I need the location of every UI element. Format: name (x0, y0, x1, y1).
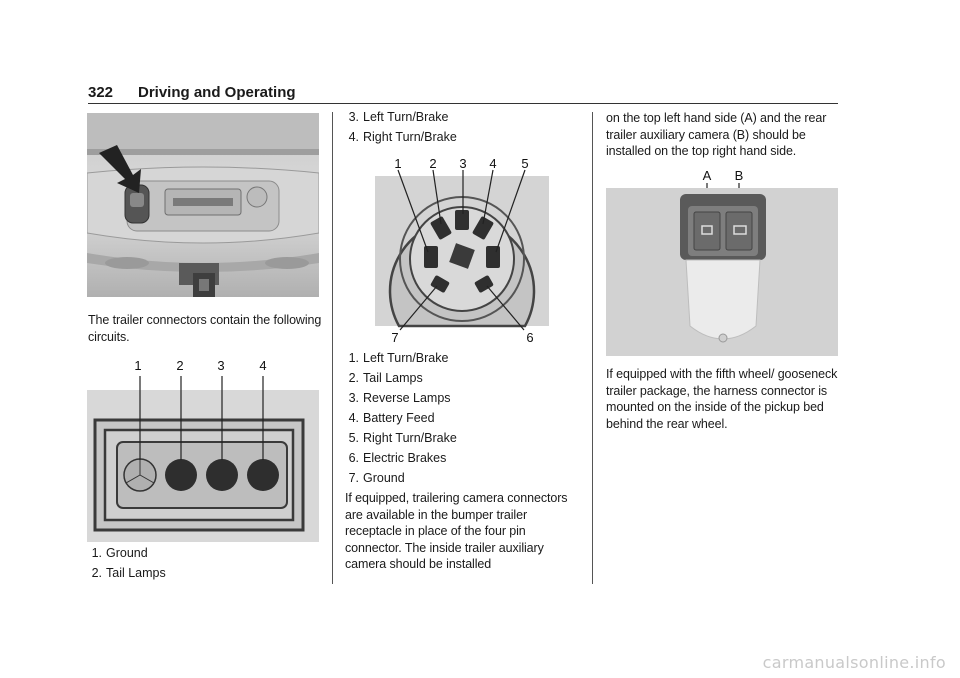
camera-connector-diagram: A B (606, 168, 838, 356)
seven-pin-connector-diagram: 1 2 3 4 5 7 6 (375, 156, 549, 345)
pin-label-5: 5 (521, 156, 528, 171)
column-divider-1 (332, 112, 333, 584)
list-item: 6.Electric Brakes (348, 451, 447, 465)
cam-label-a: A (703, 168, 712, 183)
gooseneck-paragraph: If equipped with the fifth wheel/ goosen… (606, 367, 838, 431)
col1-circuit-list: 1.Ground 2.Tail Lamps (88, 543, 166, 583)
pin-label-3: 3 (217, 358, 224, 373)
column-divider-2 (592, 112, 593, 584)
list-item: 4.Battery Feed (348, 411, 435, 425)
header-rule (88, 103, 838, 104)
list-item: 3.Left Turn/Brake (348, 110, 449, 124)
watermark: carmanualsonline.info (762, 653, 946, 672)
page-number: 322 (88, 84, 114, 101)
list-item: 1.Ground (91, 546, 148, 560)
pin-label-4: 4 (489, 156, 496, 171)
pin-label-6: 6 (526, 330, 533, 345)
pin-label-2: 2 (176, 358, 183, 373)
bumper-connector-photo (87, 113, 319, 297)
list-item: 2.Tail Lamps (91, 566, 166, 580)
pin-label-4: 4 (259, 358, 266, 373)
pin-label-1: 1 (394, 156, 401, 171)
list-item: 3.Reverse Lamps (348, 391, 451, 405)
pin-label-2: 2 (429, 156, 436, 171)
section-title: Driving and Operating (138, 84, 296, 101)
col2-circuit-list: 1.Left Turn/Brake 2.Tail Lamps 3.Reverse… (345, 348, 457, 488)
page-header: 322 Driving and Operating (88, 82, 838, 106)
cam-label-b: B (735, 168, 744, 183)
four-pin-connector-diagram: 1 2 3 4 (87, 358, 319, 542)
circuits-intro: The trailer connectors contain the follo… (88, 313, 322, 344)
list-item: 7.Ground (348, 471, 405, 485)
col2-top-list: 3.Left Turn/Brake 4.Right Turn/Brake (345, 107, 457, 147)
list-item: 2.Tail Lamps (348, 371, 423, 385)
list-item: 1.Left Turn/Brake (348, 351, 449, 365)
camera-placement-paragraph: on the top left hand side (A) and the re… (606, 111, 827, 158)
camera-connector-paragraph: If equipped, trailering camera connector… (345, 491, 568, 571)
pin-label-3: 3 (459, 156, 466, 171)
list-item: 5.Right Turn/Brake (348, 431, 457, 445)
pin-label-1: 1 (134, 358, 141, 373)
list-item: 4.Right Turn/Brake (348, 130, 457, 144)
pin-label-7: 7 (391, 330, 398, 345)
